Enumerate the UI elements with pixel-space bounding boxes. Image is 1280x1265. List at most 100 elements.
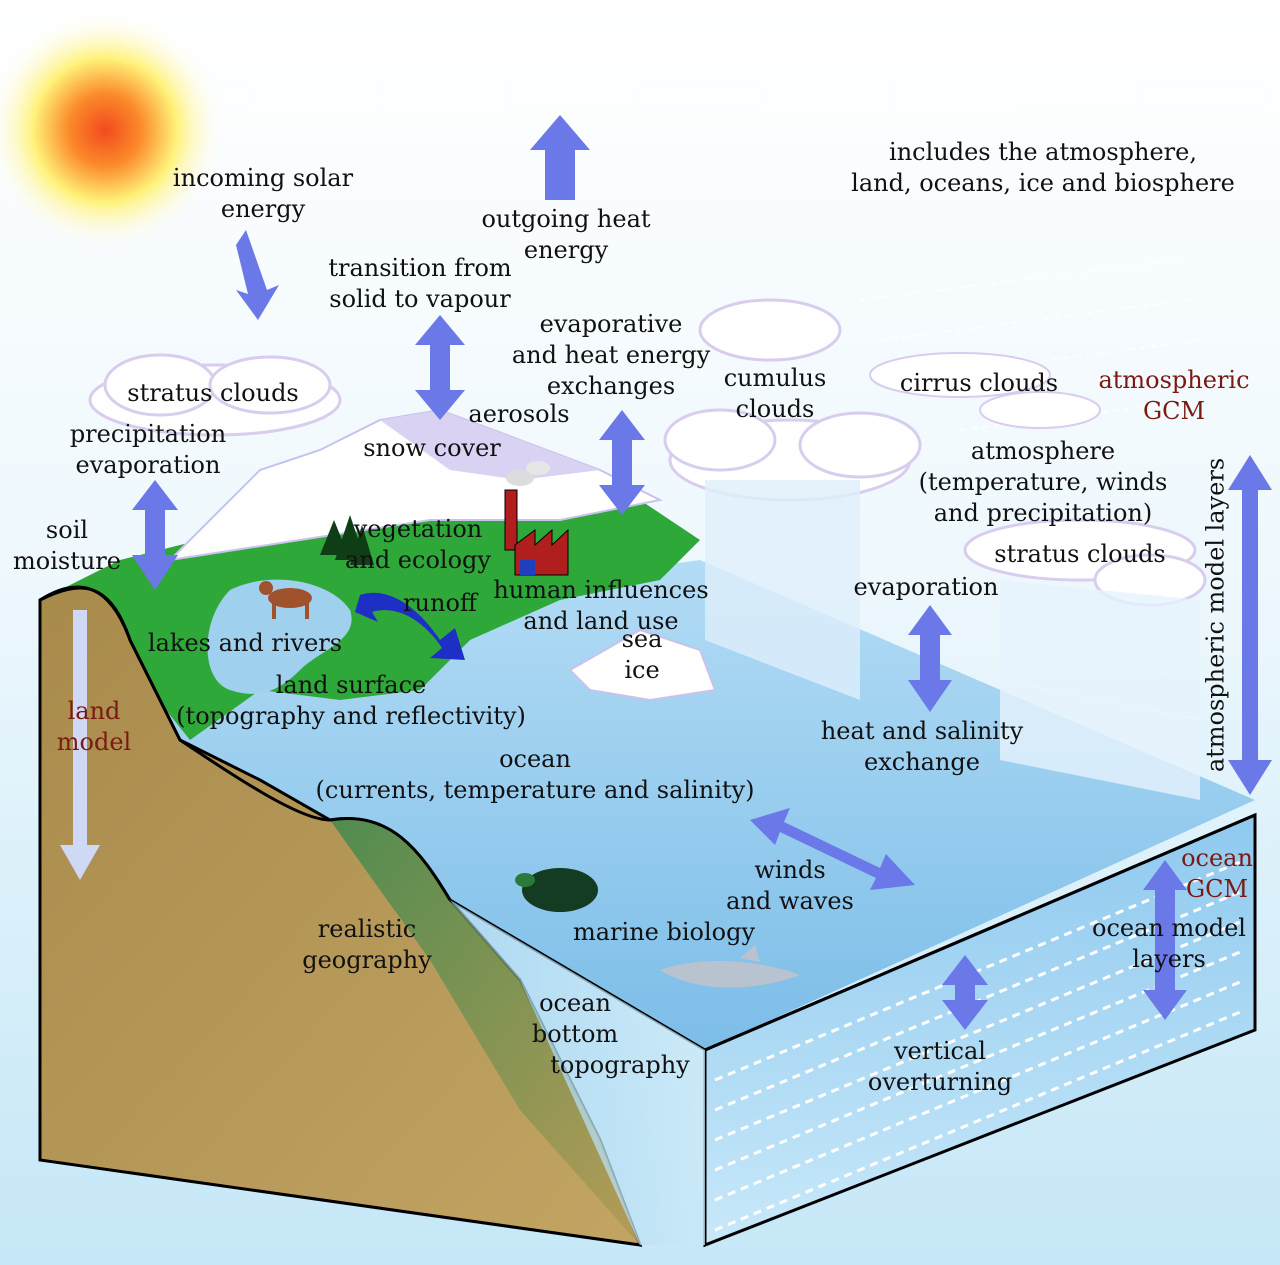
arrow-transition — [415, 315, 465, 420]
label-ocean-model-layers: ocean model layers — [1092, 913, 1246, 975]
label-line: topography — [550, 1051, 690, 1079]
label-line: GCM — [1185, 875, 1249, 903]
land-slope — [330, 818, 640, 1245]
label-line: exchange — [864, 748, 980, 776]
label-line: evaporation — [75, 451, 221, 479]
arrow-outgoing-heat — [530, 115, 590, 200]
arrow-ocean-layers — [1143, 860, 1187, 1020]
label-line: aerosols — [468, 400, 570, 428]
label-land-model: land model — [57, 696, 131, 758]
label-line: (currents, temperature and salinity) — [315, 776, 755, 804]
shark — [660, 945, 800, 988]
arrow-precipitation — [132, 480, 178, 590]
label-atmospheric-gcm: atmospheric GCM — [1098, 365, 1249, 427]
label-line: and waves — [726, 887, 854, 915]
factory — [504, 461, 569, 576]
label-soil-moisture: soil moisture — [13, 515, 121, 577]
arrows — [132, 115, 1272, 1030]
label-line: sea — [621, 625, 663, 653]
arrow-vertical-overturning — [942, 955, 988, 1030]
label-cirrus-clouds: cirrus clouds — [900, 368, 1058, 399]
label-line: evaporative — [539, 310, 683, 338]
label-incoming-solar-energy: incoming solar energy — [173, 163, 353, 225]
ocean-bottom-water — [450, 900, 705, 1245]
label-line: and ecology — [345, 546, 491, 574]
label-line: bottom — [531, 1020, 619, 1048]
label-line: transition from — [328, 254, 512, 282]
stratus-cloud-right — [963, 518, 1207, 607]
label-line: runoff — [403, 589, 477, 617]
label-line: GCM — [1142, 397, 1206, 425]
label-line: clouds — [735, 395, 815, 423]
cirrus-cloud — [869, 352, 1101, 429]
label-line: (topography and reflectivity) — [176, 702, 526, 730]
label-line: model — [56, 728, 132, 756]
arrow-evaporative — [599, 410, 645, 515]
sea-ice-floe — [568, 628, 717, 702]
label-precipitation-evaporation: precipitation evaporation — [70, 419, 226, 481]
label-stratus-clouds-left: stratus clouds — [127, 378, 299, 409]
label-line: energy — [523, 236, 609, 264]
label-line: ice — [624, 656, 660, 684]
label-realistic-geography: realistic geography — [302, 914, 432, 976]
label-transition: transition from solid to vapour — [328, 253, 511, 315]
label-lakes-and-rivers: lakes and rivers — [148, 628, 342, 659]
label-line: ocean — [1181, 844, 1253, 872]
arrow-atmospheric-layers — [1228, 455, 1272, 795]
label-line: ocean — [499, 745, 571, 773]
stratus-cloud-left — [88, 353, 342, 437]
label-line: ocean model — [1092, 914, 1246, 942]
label-snow-cover: snow cover — [363, 433, 501, 464]
label-stratus-clouds-right: stratus clouds — [994, 539, 1166, 570]
label-land-surface: land surface (topography and reflectivit… — [176, 670, 526, 732]
label-line: and precipitation) — [933, 499, 1153, 527]
land-block-top — [39, 585, 331, 822]
label-line: geography — [302, 946, 432, 974]
label-vertical-overturning: vertical overturning — [868, 1036, 1012, 1098]
label-line: exchanges — [546, 372, 676, 400]
label-line: includes the atmosphere, — [889, 138, 1197, 166]
label-line: (temperature, winds — [918, 468, 1168, 496]
label-vegetation-ecology: vegetation and ecology — [345, 514, 491, 576]
trees — [320, 515, 374, 565]
label-line: layers — [1132, 945, 1206, 973]
label-line: winds — [754, 856, 826, 884]
label-line: atmospheric model layers — [1201, 457, 1230, 773]
label-line: incoming solar — [172, 164, 354, 192]
label-line: cirrus clouds — [899, 369, 1059, 397]
deer — [259, 581, 312, 619]
label-aerosols: aerosols — [468, 399, 569, 430]
label-runoff: runoff — [403, 588, 477, 619]
label-atmosphere: atmosphere (temperature, winds and preci… — [919, 436, 1168, 529]
label-line: cumulus — [723, 364, 827, 392]
label-line: human influences — [493, 576, 709, 604]
arrow-incoming-solar — [236, 230, 279, 320]
arrow-runoff — [355, 592, 465, 660]
label-line: land surface — [275, 671, 427, 699]
label-line: ocean — [539, 989, 611, 1017]
label-line: and heat energy — [511, 341, 711, 369]
label-line: land, oceans, ice and biosphere — [851, 169, 1235, 197]
label-evaporative: evaporative and heat energy exchanges — [512, 309, 710, 402]
label-line: lakes and rivers — [147, 629, 343, 657]
coast-edge — [329, 817, 452, 901]
land-model-arrow-head — [60, 845, 100, 880]
label-line: evaporation — [853, 573, 999, 601]
label-line: energy — [220, 195, 306, 223]
label-includes: includes the atmosphere, land, oceans, i… — [851, 137, 1235, 199]
label-sea-ice: sea ice — [622, 624, 663, 686]
label-line: moisture — [13, 547, 121, 575]
arrow-evaporation — [908, 605, 952, 712]
label-line: stratus clouds — [994, 540, 1166, 568]
label-ocean-bottom-topography: ocean bottom topography — [460, 988, 690, 1081]
label-line: outgoing heat — [481, 205, 651, 233]
label-line: stratus clouds — [127, 379, 299, 407]
label-outgoing-heat-energy: outgoing heat energy — [481, 204, 650, 266]
label-line: solid to vapour — [329, 285, 511, 313]
label-line: heat and salinity — [820, 717, 1024, 745]
label-atmospheric-model-layers: atmospheric model layers — [1201, 458, 1232, 772]
label-evaporation: evaporation — [854, 572, 999, 603]
turtle — [515, 868, 598, 912]
